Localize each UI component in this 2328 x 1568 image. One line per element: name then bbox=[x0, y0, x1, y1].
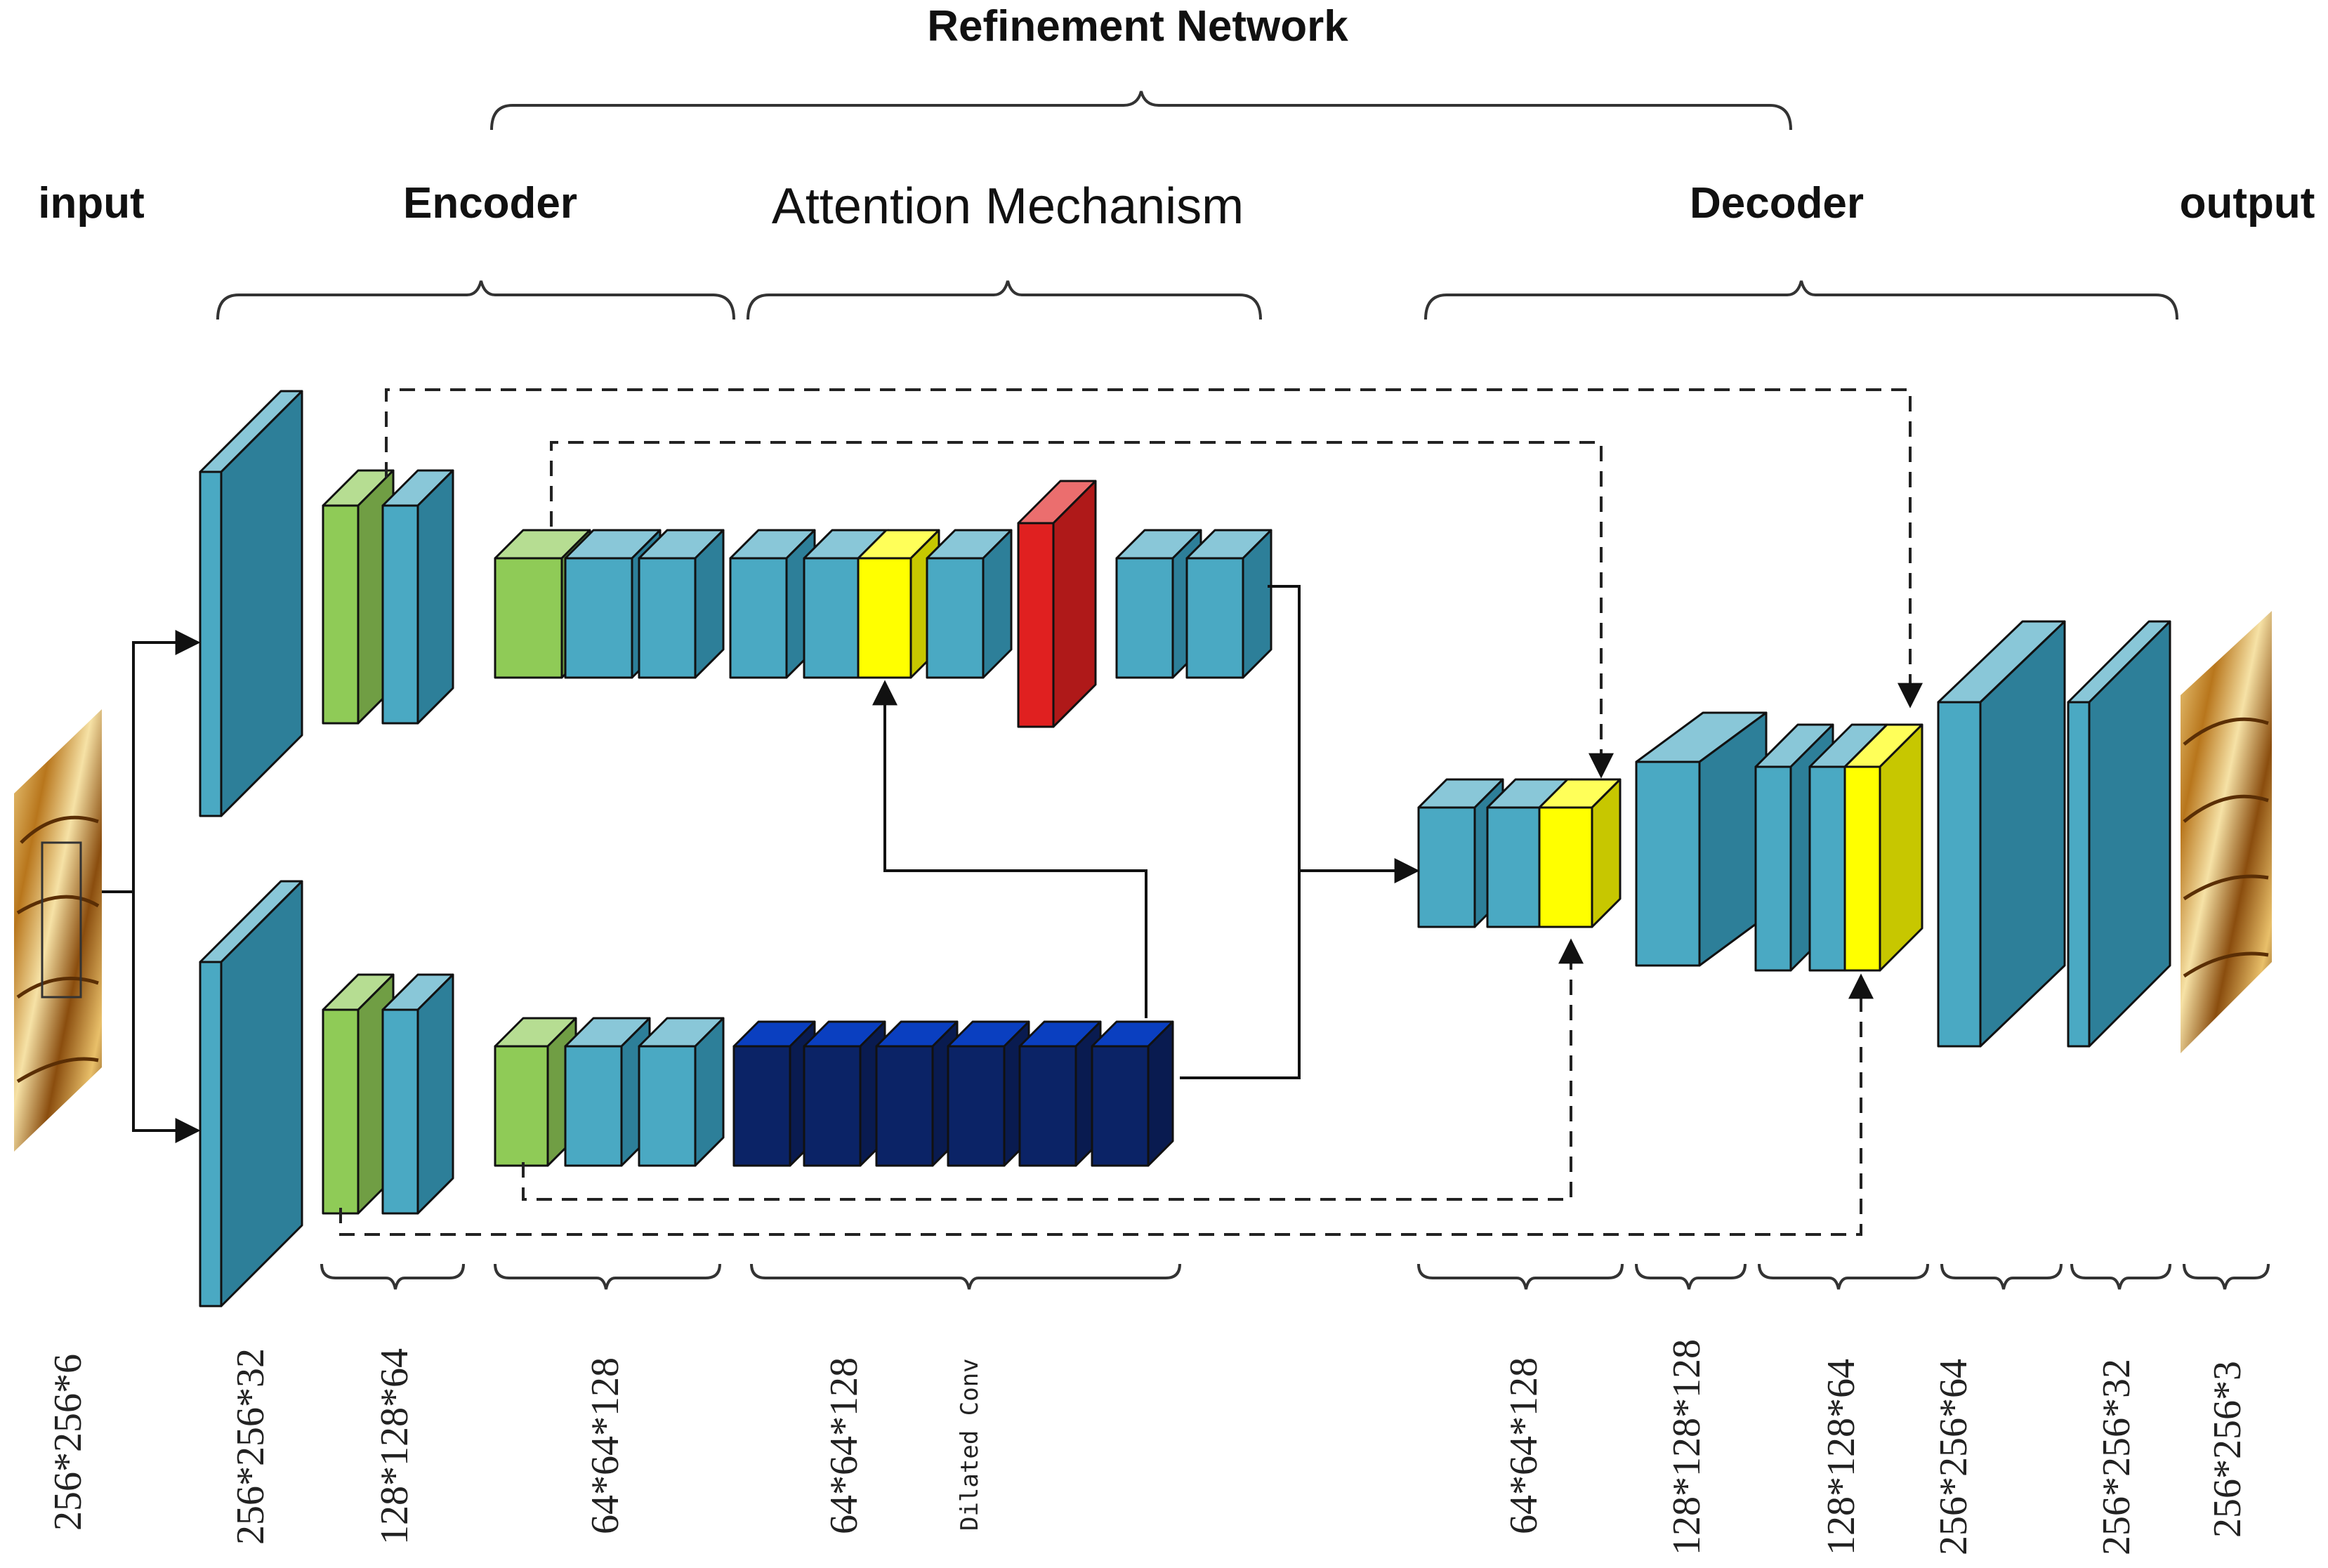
label-decoder: Decoder bbox=[1690, 179, 1864, 228]
label-input: input bbox=[38, 179, 145, 228]
enc2-bottom-teal-a bbox=[564, 1017, 651, 1167]
dim-label: 128*128*64 bbox=[373, 1348, 416, 1545]
dilated-conv-3 bbox=[875, 1020, 959, 1167]
dim-label: 256*256*6 bbox=[46, 1354, 90, 1531]
dec1-yellow bbox=[1538, 778, 1622, 928]
solid-connections bbox=[102, 585, 1420, 1143]
label-attention-mechanism: Attention Mechanism bbox=[772, 178, 1244, 235]
enc1-top-teal bbox=[381, 469, 454, 725]
dilated-conv-2 bbox=[803, 1020, 886, 1167]
dim-label: 256*256*32 bbox=[2095, 1359, 2138, 1555]
attention-red-block bbox=[1017, 480, 1097, 728]
enc1-bottom-teal bbox=[381, 973, 454, 1215]
dim-label: 64*64*128 bbox=[822, 1357, 866, 1534]
att-top-teal-e bbox=[1185, 529, 1272, 679]
enc2-bottom-teal-b bbox=[638, 1017, 725, 1167]
enc2-top-teal-b bbox=[638, 529, 725, 679]
att-top-teal-a bbox=[729, 529, 816, 679]
dim-label: 256*256*32 bbox=[229, 1348, 272, 1545]
dim-label: 128*128*128 bbox=[1665, 1339, 1709, 1555]
dilated-conv-5 bbox=[1018, 1020, 1102, 1167]
brace-decoder bbox=[1424, 280, 2178, 320]
lower-braces bbox=[320, 1263, 2270, 1290]
dilated-conv-6 bbox=[1091, 1020, 1174, 1167]
dim-label: 128*128*64 bbox=[1820, 1359, 1863, 1555]
enc2-bottom-green bbox=[494, 1017, 577, 1167]
dec4-teal bbox=[1937, 620, 2066, 1048]
dim-label: Dilated Conv bbox=[956, 1358, 984, 1531]
input-image bbox=[14, 709, 102, 1152]
title-refinement-network: Refinement Network bbox=[927, 2, 1348, 51]
att-top-teal-c bbox=[926, 529, 1013, 679]
brace-attention bbox=[747, 280, 1262, 320]
dec3-yellow bbox=[1843, 723, 1923, 972]
dim-label: 64*64*128 bbox=[1502, 1357, 1546, 1534]
dim-label: 256*256*3 bbox=[2206, 1361, 2249, 1538]
input-conv-bottom bbox=[199, 880, 303, 1307]
input-conv-top bbox=[199, 390, 303, 817]
dim-label: 256*256*64 bbox=[1932, 1359, 1975, 1555]
dec2-teal bbox=[1635, 711, 1768, 967]
dimension-labels: 256*256*6 256*256*32 128*128*64 64*64*12… bbox=[46, 1339, 2249, 1555]
brace-refinement-network bbox=[490, 91, 1792, 131]
dashed-connections bbox=[339, 388, 1923, 1236]
label-output: output bbox=[2180, 179, 2315, 228]
dim-label: 64*64*128 bbox=[584, 1357, 627, 1534]
dilated-conv-1 bbox=[732, 1020, 816, 1167]
label-encoder: Encoder bbox=[403, 179, 577, 228]
output-image bbox=[2181, 611, 2272, 1053]
dec5-teal bbox=[2067, 620, 2171, 1048]
brace-encoder bbox=[216, 280, 735, 320]
dilated-conv-4 bbox=[947, 1020, 1030, 1167]
